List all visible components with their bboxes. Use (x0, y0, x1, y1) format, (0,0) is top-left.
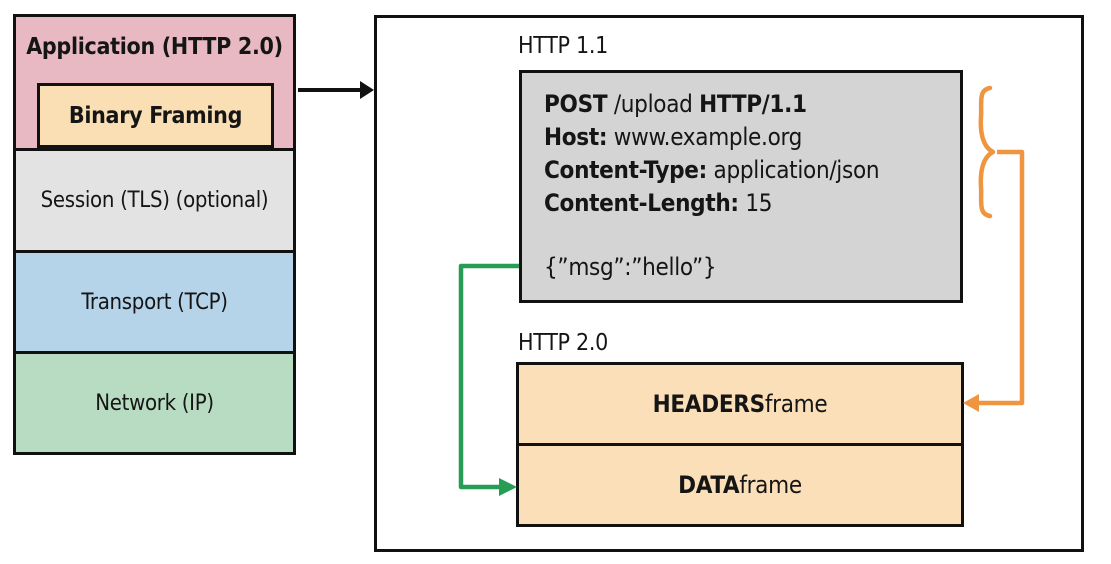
content-length-value: 15 (738, 189, 773, 217)
headers-frame-bold: HEADERS (652, 390, 766, 418)
request-line-4: Content-Length: 15 (544, 187, 960, 220)
binary-framing-label: Binary Framing (68, 102, 243, 129)
request-path: /upload (607, 90, 700, 118)
request-line-2: Host: www.example.org (544, 121, 960, 154)
stack-to-panel-arrowhead (360, 81, 374, 99)
headers-frame-row: HEADERS frame (519, 365, 961, 443)
data-frame-rest: frame (739, 471, 802, 499)
http11-section-label: HTTP 1.1 (518, 33, 608, 59)
content-type-key: Content-Type: (544, 156, 707, 184)
stack-layer-network: Network (IP) (13, 351, 296, 455)
frames-divider-line (519, 443, 961, 446)
transport-layer-label: Transport (TCP) (81, 289, 228, 315)
stack-layer-transport: Transport (TCP) (13, 250, 296, 354)
network-layer-label: Network (IP) (95, 390, 214, 416)
headers-frame-rest: frame (764, 390, 828, 418)
host-header-value: www.example.org (607, 123, 803, 151)
http20-frames-box: HEADERS frame DATA frame (516, 362, 964, 527)
data-frame-bold: DATA (678, 471, 740, 499)
application-layer-label: Application (HTTP 2.0) (26, 34, 283, 60)
stack-layer-session: Session (TLS) (optional) (13, 148, 296, 253)
request-line-1: POST /upload HTTP/1.1 (544, 88, 960, 121)
request-json-body: {”msg”:”hello”} (544, 253, 717, 281)
session-layer-label: Session (TLS) (optional) (40, 188, 269, 213)
http20-section-label: HTTP 2.0 (518, 330, 608, 356)
binary-framing-box: Binary Framing (37, 83, 274, 148)
content-length-key: Content-Length: (544, 189, 739, 217)
data-frame-row: DATA frame (519, 446, 961, 524)
host-header-key: Host: (544, 123, 608, 151)
request-line-3: Content-Type: application/json (544, 154, 960, 187)
request-version: HTTP/1.1 (699, 90, 807, 118)
request-method: POST (544, 90, 608, 118)
http11-request-box: POST /upload HTTP/1.1 Host: www.example.… (519, 70, 963, 303)
content-type-value: application/json (706, 156, 880, 184)
